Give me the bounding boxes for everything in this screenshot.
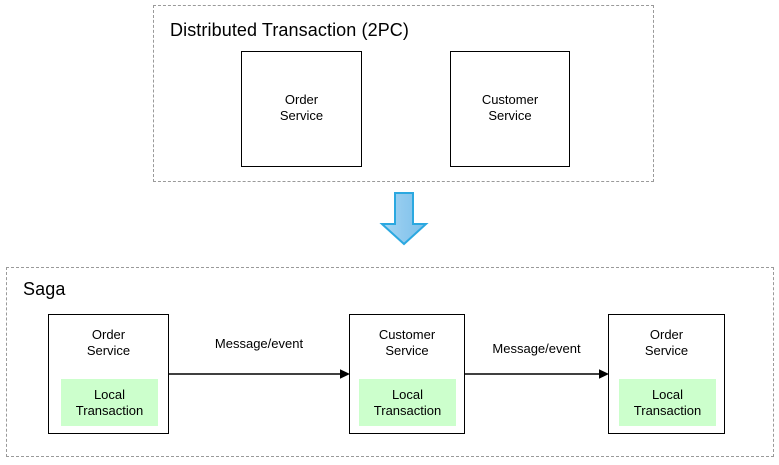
service-box-order-saga-1[interactable]: Order Service Local Transaction [48, 314, 169, 434]
service-box-order-2pc[interactable]: Order Service [241, 51, 362, 167]
flow-label-message-event-2: Message/event [492, 341, 581, 356]
service-label-order: Order Service [86, 327, 131, 358]
local-transaction-chip: Local Transaction [619, 379, 716, 426]
service-box-customer-2pc[interactable]: Customer Service [450, 51, 570, 167]
service-label-order: Order Service [279, 92, 324, 123]
service-box-order-saga-2[interactable]: Order Service Local Transaction [608, 314, 725, 434]
local-transaction-chip: Local Transaction [359, 379, 456, 426]
flow-label-message-event-1: Message/event [214, 336, 304, 351]
group-title-distributed-transaction: Distributed Transaction (2PC) [170, 20, 409, 40]
group-distributed-transaction: Distributed Transaction (2PC) [153, 5, 654, 182]
service-label-customer: Customer Service [378, 327, 436, 358]
service-box-customer-saga[interactable]: Customer Service Local Transaction [349, 314, 465, 434]
service-label-order: Order Service [644, 327, 689, 358]
flow-arrow-2 [464, 367, 609, 381]
group-saga: Saga [6, 267, 774, 457]
down-arrow-icon [379, 191, 429, 246]
group-title-saga: Saga [23, 279, 66, 299]
service-label-customer: Customer Service [481, 92, 539, 123]
local-transaction-chip: Local Transaction [61, 379, 158, 426]
flow-arrow-1 [168, 367, 350, 381]
